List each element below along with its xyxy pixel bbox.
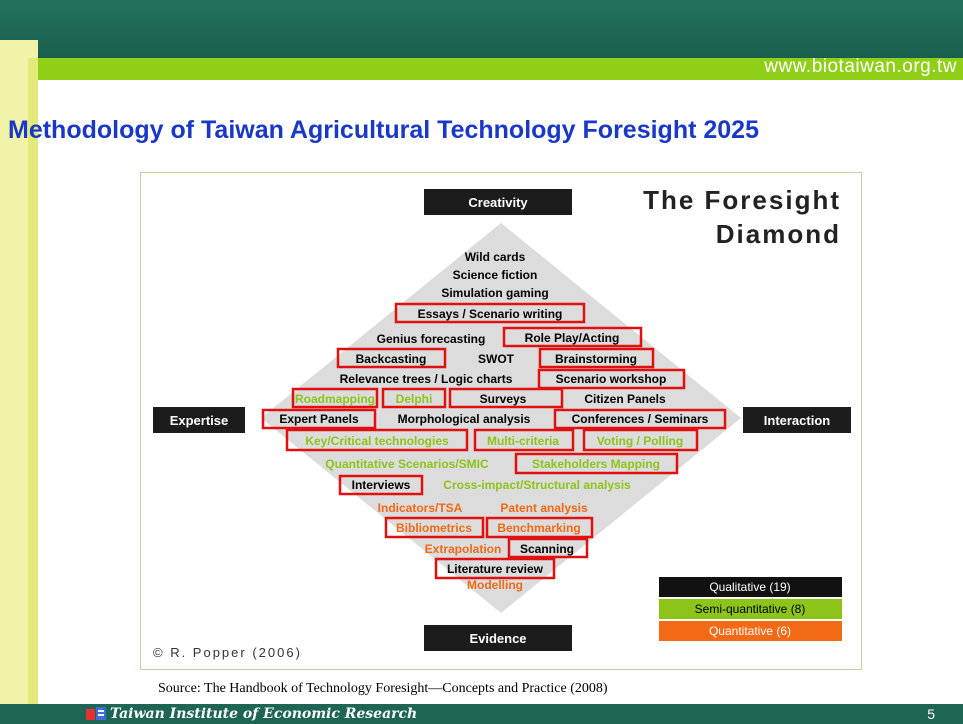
- method-patent: Patent analysis: [500, 501, 588, 515]
- method-interviews: Interviews: [352, 478, 411, 492]
- method-backcasting: Backcasting: [356, 352, 427, 366]
- footer-bar: Taiwan Institute of Economic Research 5: [0, 704, 963, 724]
- highlight-interviews: [338, 474, 424, 496]
- method-key-critical: Key/Critical technologies: [305, 434, 449, 448]
- method-surveys: Surveys: [480, 392, 527, 406]
- corner-bottom-box: [424, 625, 572, 651]
- method-swot: SWOT: [478, 352, 515, 366]
- method-scenario-workshop: Scenario workshop: [556, 372, 667, 386]
- legend-quant-swatch: [659, 621, 842, 641]
- figure-copyright: © R. Popper (2006): [153, 645, 302, 660]
- method-literature: Literature review: [447, 562, 544, 576]
- method-morphological: Morphological analysis: [398, 412, 531, 426]
- method-delphi: Delphi: [396, 392, 433, 406]
- foresight-diamond-figure: The Foresight Diamond Creativity Experti…: [140, 172, 862, 670]
- method-genius: Genius forecasting: [377, 332, 486, 346]
- footer-brand: Taiwan Institute of Economic Research: [110, 706, 418, 722]
- highlight-scenario-workshop: [537, 368, 686, 390]
- method-wild-cards: Wild cards: [465, 250, 526, 264]
- diamond-shape: [261, 223, 741, 613]
- highlight-benchmarking: [485, 516, 594, 539]
- corner-evidence: Evidence: [469, 631, 526, 646]
- legend-quantitative: Quantitative (6): [709, 624, 791, 638]
- highlight-roleplay: [502, 326, 643, 348]
- corner-interaction: Interaction: [764, 413, 831, 428]
- method-simulation-gaming: Simulation gaming: [441, 286, 548, 300]
- method-cross-impact: Cross-impact/Structural analysis: [443, 478, 631, 492]
- method-voting: Voting / Polling: [597, 434, 683, 448]
- legend-qualitative: Qualitative (19): [709, 580, 790, 594]
- highlight-essays: [394, 302, 586, 324]
- method-bibliometrics: Bibliometrics: [396, 521, 472, 535]
- highlight-key-critical: [285, 428, 469, 452]
- highlight-multi-criteria: [473, 428, 575, 452]
- figure-title-line1: The Foresight: [643, 185, 841, 215]
- highlight-surveys: [448, 387, 564, 409]
- method-scanning: Scanning: [520, 542, 574, 556]
- method-indicators: Indicators/TSA: [378, 501, 463, 515]
- legend-semi-quantitative: Semi-quantitative (8): [695, 602, 806, 616]
- method-roleplay: Role Play/Acting: [525, 331, 620, 345]
- left-decor-strip-inner: [28, 58, 38, 704]
- method-benchmarking: Benchmarking: [497, 521, 580, 535]
- tier-logo-icon: [86, 707, 106, 720]
- corner-left-box: [153, 407, 245, 433]
- slide-title: Methodology of Taiwan Agricultural Techn…: [8, 116, 759, 144]
- corner-expertise: Expertise: [170, 413, 229, 428]
- method-modelling: Modelling: [467, 578, 523, 592]
- corner-creativity: Creativity: [468, 195, 528, 210]
- diamond-svg: The Foresight Diamond Creativity Experti…: [153, 185, 851, 660]
- method-brainstorming: Brainstorming: [555, 352, 637, 366]
- method-conferences: Conferences / Seminars: [572, 412, 709, 426]
- method-science-fiction: Science fiction: [453, 268, 538, 282]
- highlight-scanning: [507, 537, 589, 559]
- source-caption: Source: The Handbook of Technology Fores…: [158, 681, 608, 696]
- legend-qualitative-swatch: [659, 577, 842, 597]
- highlight-conferences: [553, 408, 727, 430]
- method-essays: Essays / Scenario writing: [418, 307, 563, 321]
- page-number: 5: [927, 706, 935, 722]
- method-expert-panels: Expert Panels: [279, 412, 359, 426]
- highlight-stakeholders: [514, 452, 679, 475]
- highlight-voting: [582, 428, 699, 452]
- highlight-bibliometrics: [384, 516, 485, 539]
- method-stakeholders: Stakeholders Mapping: [532, 457, 660, 471]
- highlight-expert-panels: [261, 408, 377, 430]
- header-accent-bar: [0, 58, 963, 80]
- site-url[interactable]: www.biotaiwan.org.tw: [764, 56, 957, 77]
- method-relevance-trees: Relevance trees / Logic charts: [340, 372, 513, 386]
- method-extrapolation: Extrapolation: [425, 542, 502, 556]
- method-multi-criteria: Multi-criteria: [487, 434, 559, 448]
- highlight-roadmapping: [291, 387, 379, 409]
- highlight-delphi: [381, 387, 447, 409]
- figure-title-line2: Diamond: [716, 219, 841, 249]
- corner-top-box: [424, 189, 572, 215]
- method-quant-scenarios: Quantitative Scenarios/SMIC: [325, 457, 489, 471]
- legend-semi-swatch: [659, 599, 842, 619]
- method-citizen-panels: Citizen Panels: [584, 392, 666, 406]
- highlight-brainstorming: [538, 347, 655, 369]
- corner-right-box: [743, 407, 851, 433]
- header-bar: [0, 0, 963, 58]
- method-roadmapping: Roadmapping: [295, 392, 375, 406]
- highlight-backcasting: [336, 347, 447, 369]
- highlight-literature: [434, 557, 556, 580]
